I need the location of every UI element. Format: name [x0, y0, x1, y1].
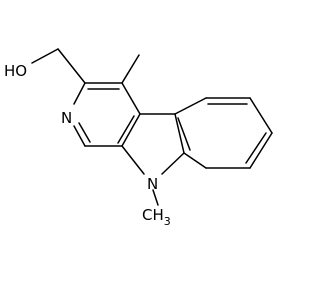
pyridine-nitrogen-label: N	[61, 109, 72, 127]
bond-c4a-c9a	[121, 113, 141, 147]
bond-c4b-c8a-double	[177, 117, 191, 151]
bond-o-ch2	[31, 48, 59, 64]
n-methyl-label: CH3	[142, 206, 171, 228]
bond-c1-n2-double	[78, 122, 91, 143]
indole-nitrogen-label: N	[147, 175, 158, 193]
bond-n9-c8a	[161, 152, 185, 175]
bond-n9-methyl	[152, 189, 159, 206]
bond-c6-c7	[249, 97, 273, 134]
hydroxyl-label: HO	[4, 62, 27, 80]
bond-c4-methyl	[121, 54, 140, 84]
bond-ch2-c3	[57, 48, 86, 84]
bond-c7-c8-double	[245, 132, 267, 164]
bond-c9a-n9	[121, 145, 145, 175]
bond-layer	[31, 48, 273, 206]
bond-n2-c3	[73, 82, 86, 105]
bond-c4-c4a	[121, 82, 141, 115]
n-methyl-subscript: 3	[164, 215, 171, 228]
bond-c4b-c8a	[174, 113, 185, 154]
bond-c1-n2	[73, 125, 86, 147]
molecule-diagram: HO N N CH3	[4, 48, 273, 228]
bond-c4a-c9a-double	[117, 115, 135, 144]
n-methyl-text: CH	[142, 206, 164, 224]
bond-c4b-c5	[174, 97, 207, 115]
bond-c8a-c8a2	[183, 152, 207, 169]
structure-canvas: HO N N CH3	[4, 48, 273, 228]
bond-c7-c8	[249, 132, 273, 169]
